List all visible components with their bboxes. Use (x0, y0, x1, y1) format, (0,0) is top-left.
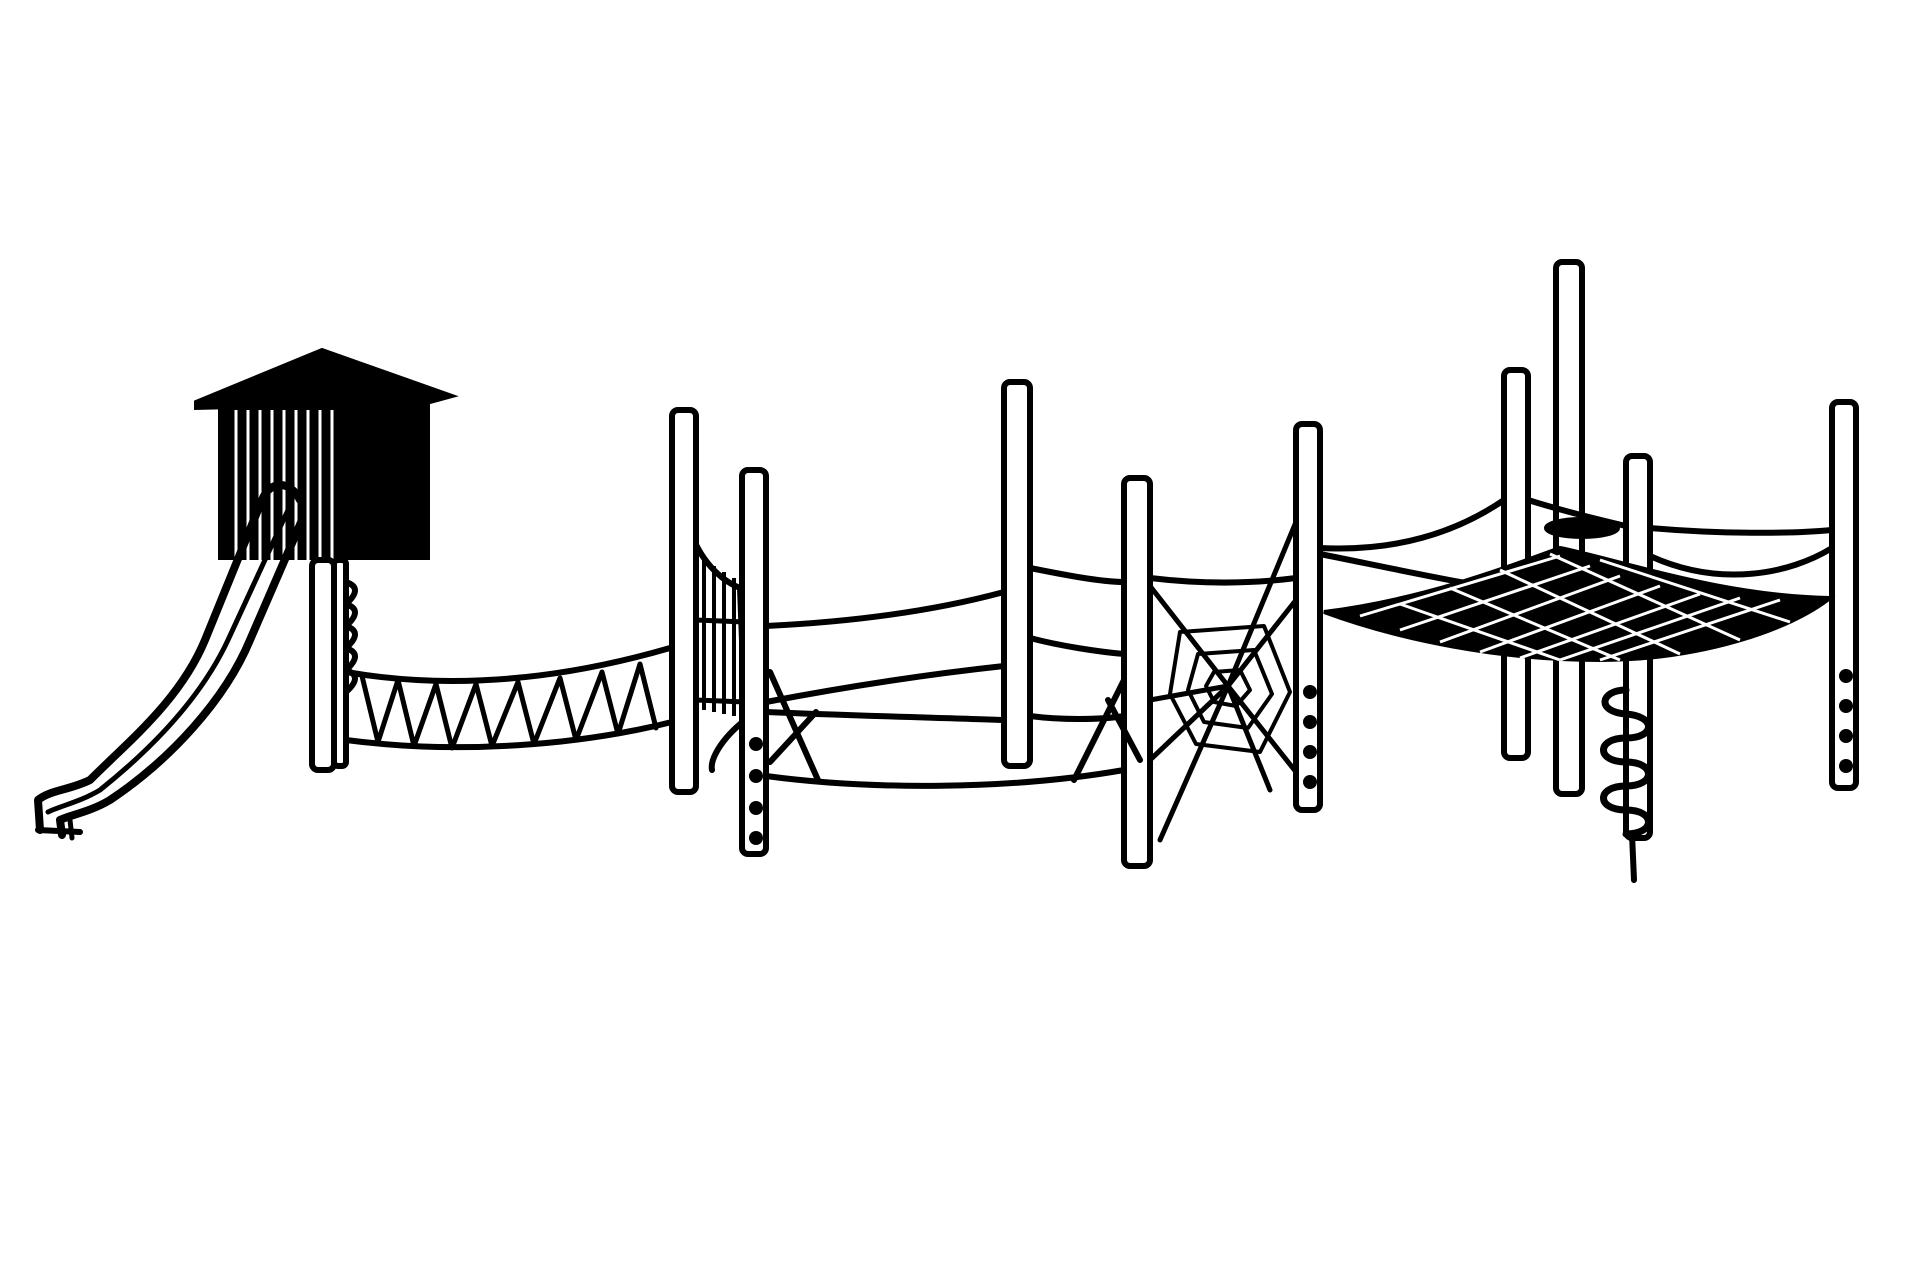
bridge-bottom-rope (343, 719, 675, 751)
climbing-posts (669, 259, 1859, 869)
tower-post-left (309, 557, 337, 773)
bridge-zigzag (359, 661, 659, 751)
tower-post-right (331, 557, 349, 769)
bridge-top-rope (343, 645, 673, 684)
spiral-foot (1629, 831, 1637, 883)
post-a (669, 407, 699, 795)
canopy-center-disc (1544, 517, 1620, 539)
climbing-holds (749, 669, 1853, 845)
wavy-slide (34, 481, 306, 841)
slide-bed (45, 507, 291, 815)
post-e (1293, 421, 1323, 813)
slide-outer-rail (34, 481, 304, 834)
cargo-net-canopy (1317, 497, 1836, 663)
playhouse-body (218, 402, 430, 560)
playhouse-tower (194, 347, 459, 773)
cargo-net (1323, 545, 1836, 663)
playhouse-roof (194, 347, 459, 411)
post-i (1829, 399, 1859, 791)
post-d (1121, 475, 1153, 869)
slide-inner-rail (56, 516, 306, 839)
spiral-coil (1600, 686, 1652, 838)
spiral-climber (1600, 686, 1652, 883)
connecting-ropes (763, 565, 1299, 789)
rope-bridge (343, 645, 675, 751)
post-b (739, 467, 769, 857)
slide-leg (67, 817, 75, 841)
post-c (1001, 379, 1033, 769)
cargo-net-grid (1359, 552, 1791, 662)
spider-web-net (1147, 519, 1299, 843)
